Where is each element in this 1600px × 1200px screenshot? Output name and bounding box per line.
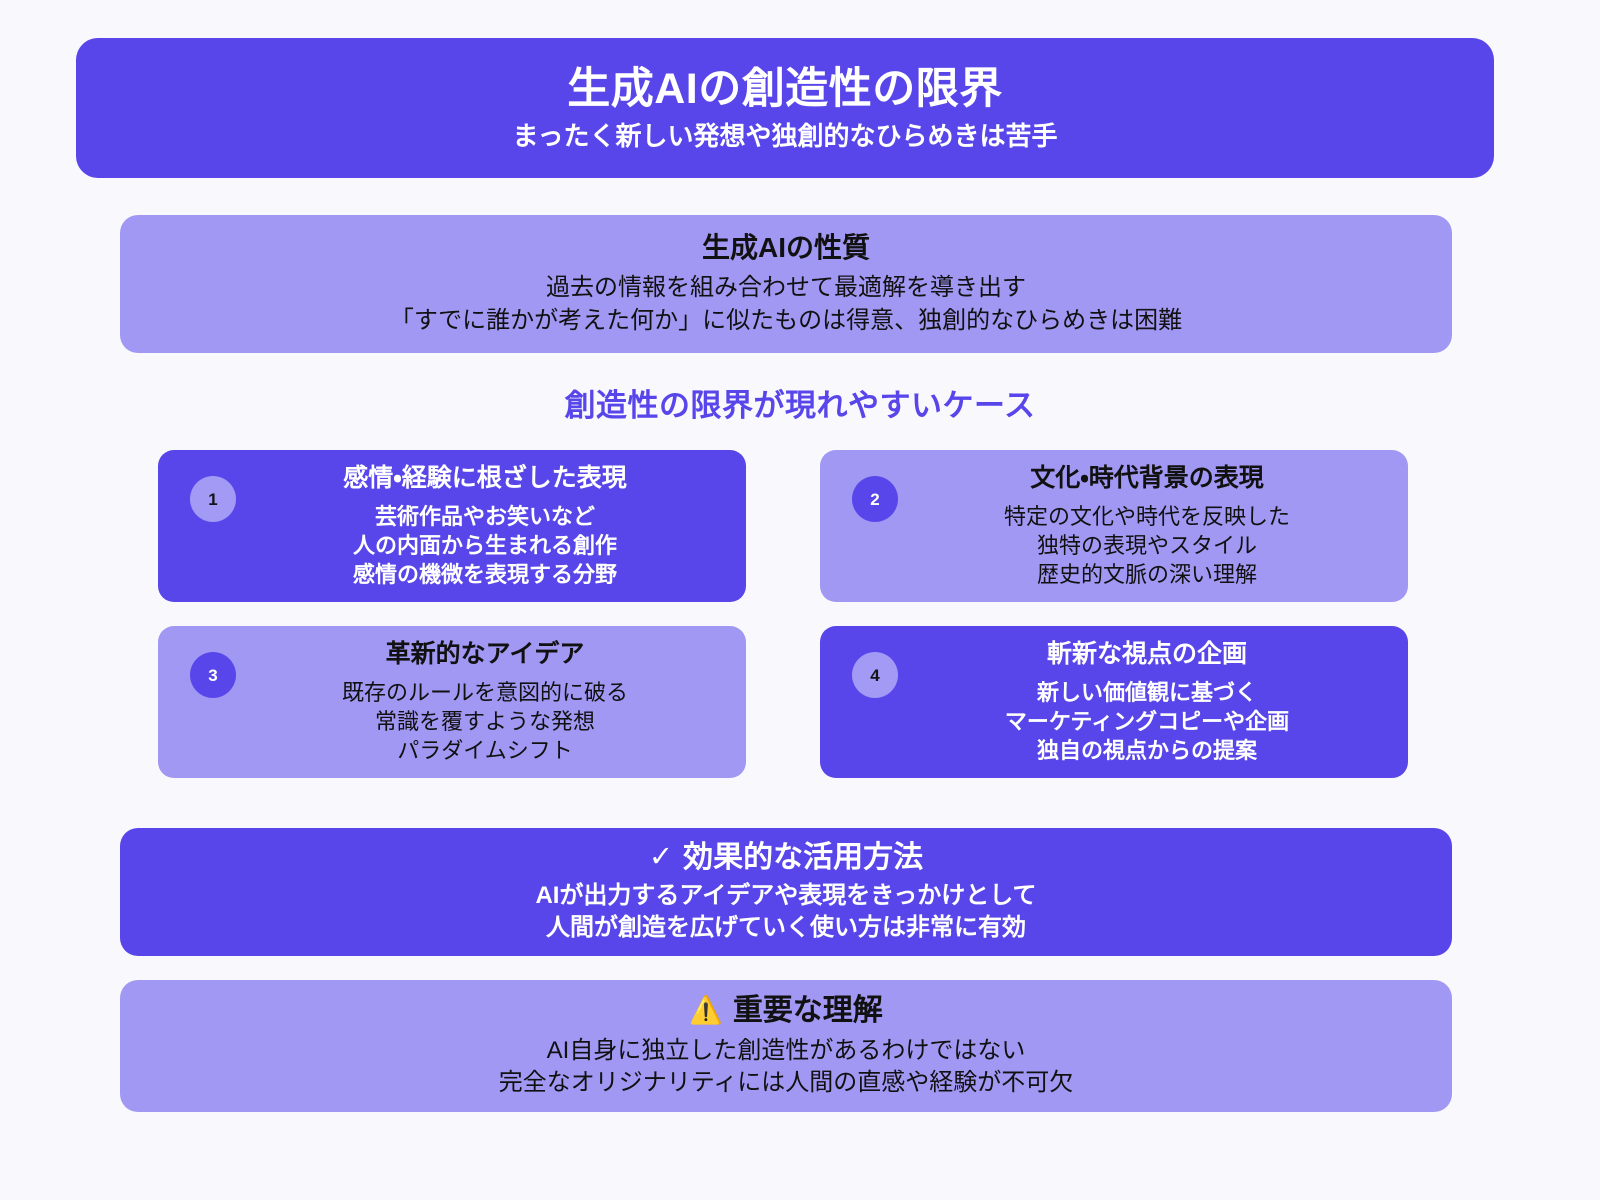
case-title-1: 感情・経験に根ざした表現 [343, 463, 627, 492]
check-icon: ✓ [648, 841, 674, 874]
case-3-line-1: 既存のルールを意図的に破る [341, 679, 628, 705]
effective-usage-title-row: ✓ 効果的な活用方法 [649, 840, 923, 876]
case-number-badge-4: 4 [852, 652, 898, 698]
page-subtitle: まったく新しい発想や独創的なひらめきは苦手 [512, 120, 1058, 151]
case-4-line-2: マーケティングコピーや企画 [1004, 708, 1290, 734]
effective-usage-body: AIが出力するアイデアや表現をきっかけとして 人間が創造を広げていく使い方は非常… [535, 880, 1036, 945]
case-card-2[interactable]: 2 文化・時代背景の表現 特定の文化や時代を反映した 独特の表現やスタイル 歴史… [820, 450, 1408, 602]
case-card-3[interactable]: 3 革新的なアイデア 既存のルールを意図的に破る 常識を覆すような発想 パラダイ… [158, 626, 746, 778]
important-understanding-title: 重要な理解 [732, 993, 883, 1027]
effective-line-2: 人間が創造を広げていく使い方は非常に有効 [546, 914, 1026, 941]
effective-usage-title: 効果的な活用方法 [683, 840, 924, 874]
case-2-line-3: 歴史的文脈の深い理解 [1036, 562, 1257, 588]
case-4-line-3: 独自の視点からの提案 [1036, 738, 1257, 764]
important-understanding-panel: ⚠️ 重要な理解 AI自身に独立した創造性があるわけではない 完全なオリジナリテ… [120, 980, 1452, 1112]
case-1-line-2: 人の内面から生まれる創作 [352, 532, 617, 558]
case-title-2: 文化・時代背景の表現 [1030, 463, 1264, 492]
cases-grid: 1 感情・経験に根ざした表現 芸術作品やお笑いなど 人の内面から生まれる創作 感… [158, 450, 1416, 778]
important-understanding-body: AI自身に独立した創造性があるわけではない 完全なオリジナリティには人間の直感や… [499, 1035, 1074, 1100]
case-3-line-3: パラダイムシフト [397, 738, 573, 764]
nature-line-1: 過去の情報を組み合わせて最適解を導き出す [546, 274, 1026, 302]
case-card-1[interactable]: 1 感情・経験に根ざした表現 芸術作品やお笑いなど 人の内面から生まれる創作 感… [158, 450, 746, 602]
important-understanding-title-row: ⚠️ 重要な理解 [689, 993, 883, 1029]
case-number-badge-3: 3 [190, 652, 236, 698]
case-3-line-2: 常識を覆すような発想 [374, 708, 595, 734]
case-title-4: 斬新な視点の企画 [1046, 639, 1247, 668]
case-2-line-1: 特定の文化や時代を反映した [1003, 503, 1290, 529]
case-1-line-3: 感情の機微を表現する分野 [352, 562, 617, 588]
effective-line-1: AIが出力するアイデアや表現をきっかけとして [535, 881, 1037, 909]
case-1-line-1: 芸術作品やお笑いなど [374, 503, 595, 529]
case-body-3: 既存のルールを意図的に破る 常識を覆すような発想 パラダイムシフト [342, 678, 628, 765]
nature-panel-title: 生成AIの性質 [701, 231, 870, 263]
cases-section-heading: 創造性の限界が現れやすいケース [564, 388, 1036, 423]
case-body-1: 芸術作品やお笑いなど 人の内面から生まれる創作 感情の機微を表現する分野 [353, 502, 617, 589]
page-title: 生成AIの創造性の限界 [567, 65, 1003, 114]
case-2-line-2: 独特の表現やスタイル [1036, 532, 1257, 558]
case-card-4[interactable]: 4 斬新な視点の企画 新しい価値観に基づく マーケティングコピーや企画 独自の視… [820, 626, 1408, 778]
effective-usage-panel: ✓ 効果的な活用方法 AIが出力するアイデアや表現をきっかけとして 人間が創造を… [120, 828, 1452, 956]
case-number-badge-2: 2 [852, 476, 898, 522]
important-line-1: AI自身に独立した創造性があるわけではない [546, 1036, 1026, 1064]
warning-icon: ⚠️ [689, 995, 723, 1026]
case-number-badge-1: 1 [190, 476, 236, 522]
nature-line-2: 「すでに誰かが考えた何か」に似たものは得意、独創的なひらめきは困難 [389, 307, 1183, 335]
case-body-2: 特定の文化や時代を反映した 独特の表現やスタイル 歴史的文脈の深い理解 [1004, 502, 1290, 589]
header-banner: 生成AIの創造性の限界 まったく新しい発想や独創的なひらめきは苦手 [76, 38, 1494, 178]
nature-panel-body: 過去の情報を組み合わせて最適解を導き出す 「すでに誰かが考えた何か」に似たものは… [390, 271, 1182, 337]
nature-panel: 生成AIの性質 過去の情報を組み合わせて最適解を導き出す 「すでに誰かが考えた何… [120, 215, 1452, 353]
important-line-2: 完全なオリジナリティには人間の直感や経験が不可欠 [498, 1069, 1074, 1096]
case-body-4: 新しい価値観に基づく マーケティングコピーや企画 独自の視点からの提案 [1005, 678, 1289, 765]
case-title-3: 革新的なアイデア [385, 639, 585, 668]
case-4-line-1: 新しい価値観に基づく [1036, 679, 1257, 705]
